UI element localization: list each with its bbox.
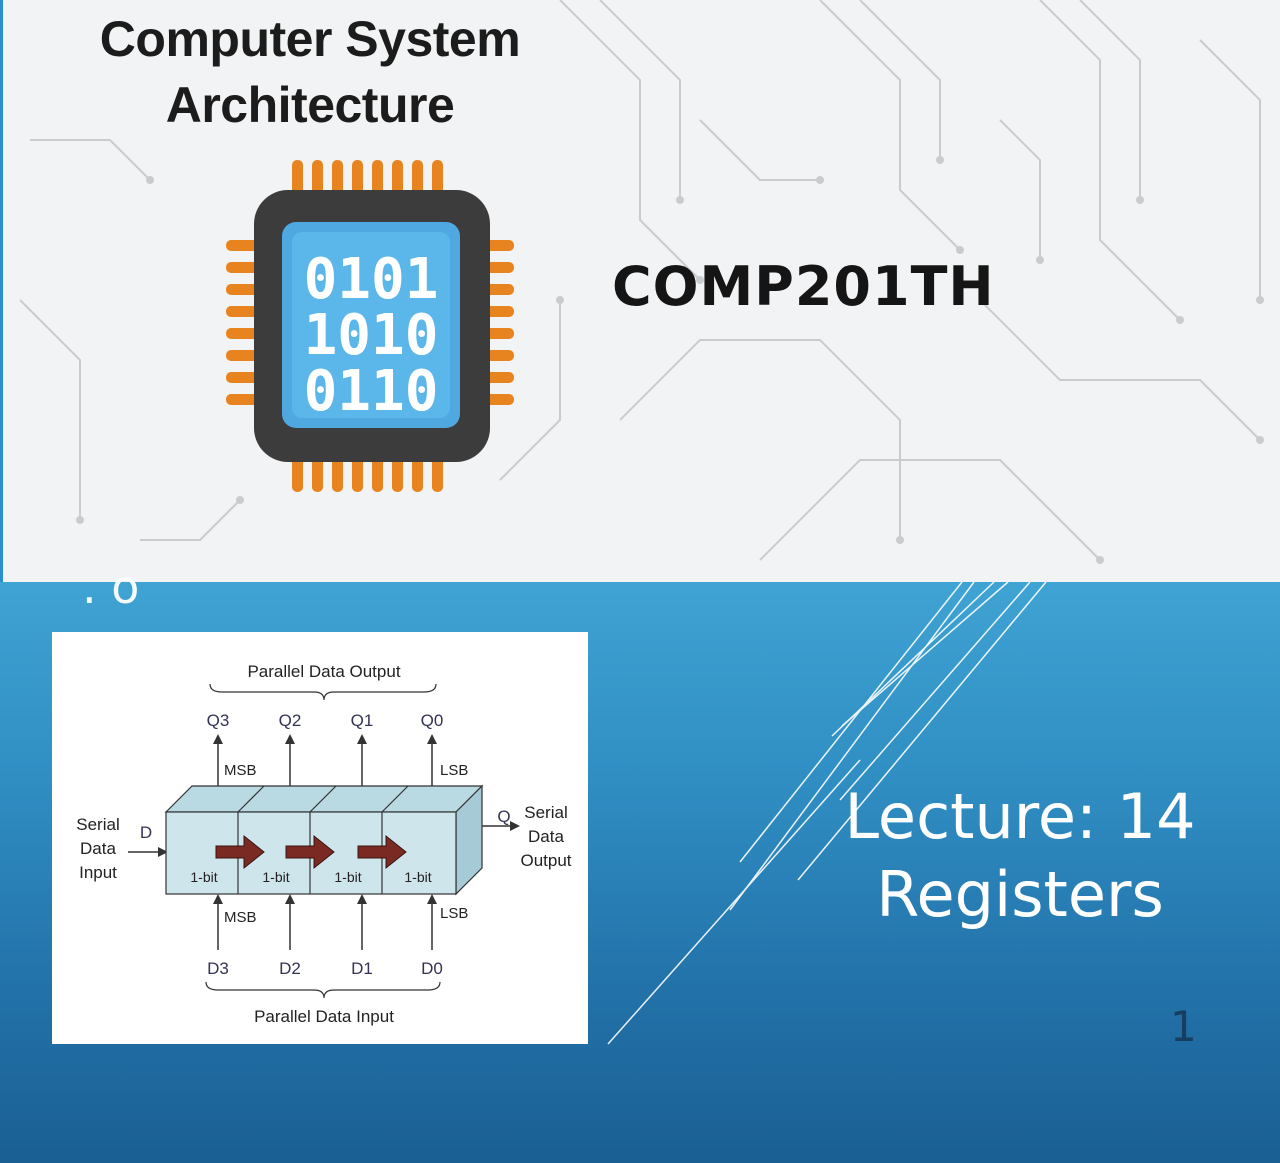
- lsb-top-label: LSB: [440, 762, 468, 779]
- chip-binary-line-2: 1010: [304, 303, 439, 368]
- msb-top-label: MSB: [224, 762, 257, 779]
- course-banner: Computer System Architecture: [0, 0, 1280, 582]
- output-q1: Q1: [351, 711, 374, 730]
- lecture-title: Lecture: 14 Registers: [800, 778, 1240, 934]
- slide-number: 1: [1170, 1002, 1197, 1051]
- d-label: D: [140, 823, 152, 842]
- course-code: COMP201TH: [612, 255, 995, 318]
- circuit-pattern: [19, 0, 1264, 564]
- serial-out-line-3: Output: [520, 851, 571, 870]
- output-q3: Q3: [207, 711, 230, 730]
- lecture-number: Lecture: 14: [844, 780, 1196, 853]
- lecture-topic: Registers: [876, 858, 1164, 931]
- cell-label-1: 1-bit: [190, 869, 217, 885]
- serial-in-line-1: Serial: [76, 815, 119, 834]
- cell-label-4: 1-bit: [404, 869, 431, 885]
- shift-register-figure: Parallel Data Output Q3 Q2 Q1 Q0: [76, 662, 572, 1026]
- input-d1: D1: [351, 959, 373, 978]
- input-d0: D0: [421, 959, 443, 978]
- course-title: Computer System Architecture: [99, 11, 521, 133]
- q-label: Q: [497, 807, 510, 826]
- banner-edge: [0, 0, 3, 582]
- chip-binary-line-1: 0101: [304, 247, 439, 312]
- serial-in-line-3: Input: [79, 863, 117, 882]
- serial-out-line-2: Data: [528, 827, 564, 846]
- serial-in-line-2: Data: [80, 839, 116, 858]
- chip-binary-line-3: 0110: [304, 359, 439, 424]
- chip-icon: 0101 1010 0110: [226, 160, 514, 492]
- serial-out-line-1: Serial: [524, 803, 567, 822]
- input-d2: D2: [279, 959, 301, 978]
- parallel-output-label: Parallel Data Output: [247, 662, 400, 681]
- input-d3: D3: [207, 959, 229, 978]
- clipped-text: . o: [82, 560, 140, 614]
- output-q2: Q2: [279, 711, 302, 730]
- lsb-bottom-label: LSB: [440, 905, 468, 922]
- shift-register-diagram: Parallel Data Output Q3 Q2 Q1 Q0: [52, 632, 588, 1044]
- msb-bottom-label: MSB: [224, 909, 257, 926]
- parallel-input-label: Parallel Data Input: [254, 1007, 394, 1026]
- cell-label-3: 1-bit: [334, 869, 361, 885]
- cell-label-2: 1-bit: [262, 869, 289, 885]
- output-q0: Q0: [421, 711, 444, 730]
